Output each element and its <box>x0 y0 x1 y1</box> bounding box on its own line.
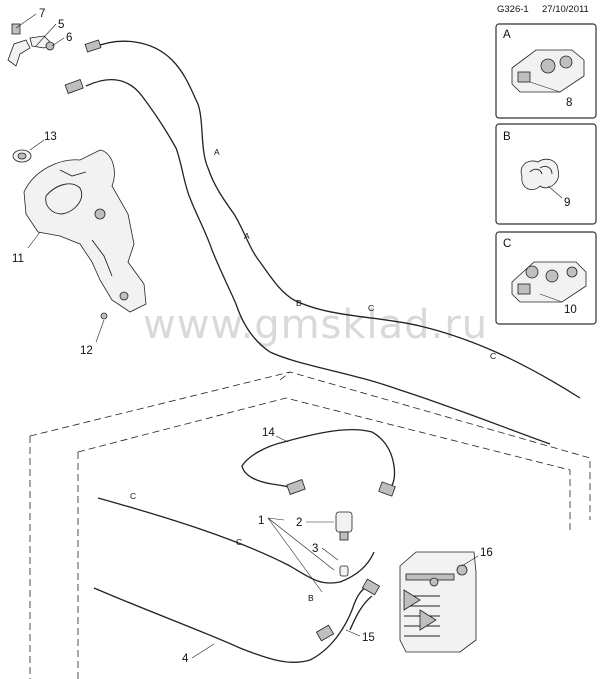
clamp-13 <box>12 139 45 163</box>
diagram-ref-code: G326-1 <box>497 4 529 15</box>
line-code-a-2: A <box>244 231 250 241</box>
detail-box-a-letter: A <box>503 29 511 41</box>
callout-11: 11 <box>12 253 24 265</box>
detail-box-a: A 8 <box>495 23 597 119</box>
detail-box-b-letter: B <box>503 131 511 143</box>
callout-1: 1 <box>258 515 264 527</box>
bolt-12 <box>95 312 108 343</box>
clip-connector-a <box>511 49 585 93</box>
line-code-c-3: C <box>130 491 136 501</box>
callout-15: 15 <box>362 632 375 644</box>
detail-box-c: C 10 <box>495 231 597 325</box>
callout-12: 12 <box>80 345 93 357</box>
detail-box-b-part: 9 <box>564 197 570 209</box>
line-code-b-1: B <box>296 298 302 308</box>
vapour-hose-15 <box>315 578 381 642</box>
heat-shield-11 <box>23 149 147 313</box>
line-code-b-2: B <box>308 593 314 603</box>
callout-7: 7 <box>39 8 45 20</box>
callout-3: 3 <box>312 543 318 555</box>
purge-valve-assembly <box>267 511 353 593</box>
callout-6: 6 <box>66 32 72 44</box>
detail-box-c-part: 10 <box>564 304 577 316</box>
detail-box-a-part: 8 <box>566 97 572 109</box>
diagram-date: 27/10/2011 <box>542 4 589 15</box>
line-code-c-2: C <box>490 351 496 361</box>
line-code-a-1: A <box>214 147 220 157</box>
callout-14: 14 <box>262 427 275 439</box>
underbody-outline <box>29 371 591 679</box>
line-code-c-1: C <box>368 303 374 313</box>
watermark: www.gmsklad.ru <box>143 302 488 348</box>
callout-16: 16 <box>480 547 493 559</box>
callout-2: 2 <box>296 517 302 529</box>
fuel-pipe-upper <box>64 39 581 445</box>
callout-13: 13 <box>44 131 57 143</box>
charcoal-canister-16 <box>399 551 479 653</box>
detail-box-b: B 9 <box>495 123 597 225</box>
fuel-pipe-lower <box>93 497 375 663</box>
bracket-assembly-5-6-7 <box>7 13 65 67</box>
pipe-clip-b <box>520 158 563 199</box>
callout-5: 5 <box>58 19 64 31</box>
vapour-hose-14 <box>241 428 396 497</box>
callout-4: 4 <box>182 653 189 665</box>
clip-connector-c <box>511 261 587 303</box>
line-code-c-4: C <box>236 537 242 547</box>
detail-box-c-letter: C <box>503 238 511 250</box>
